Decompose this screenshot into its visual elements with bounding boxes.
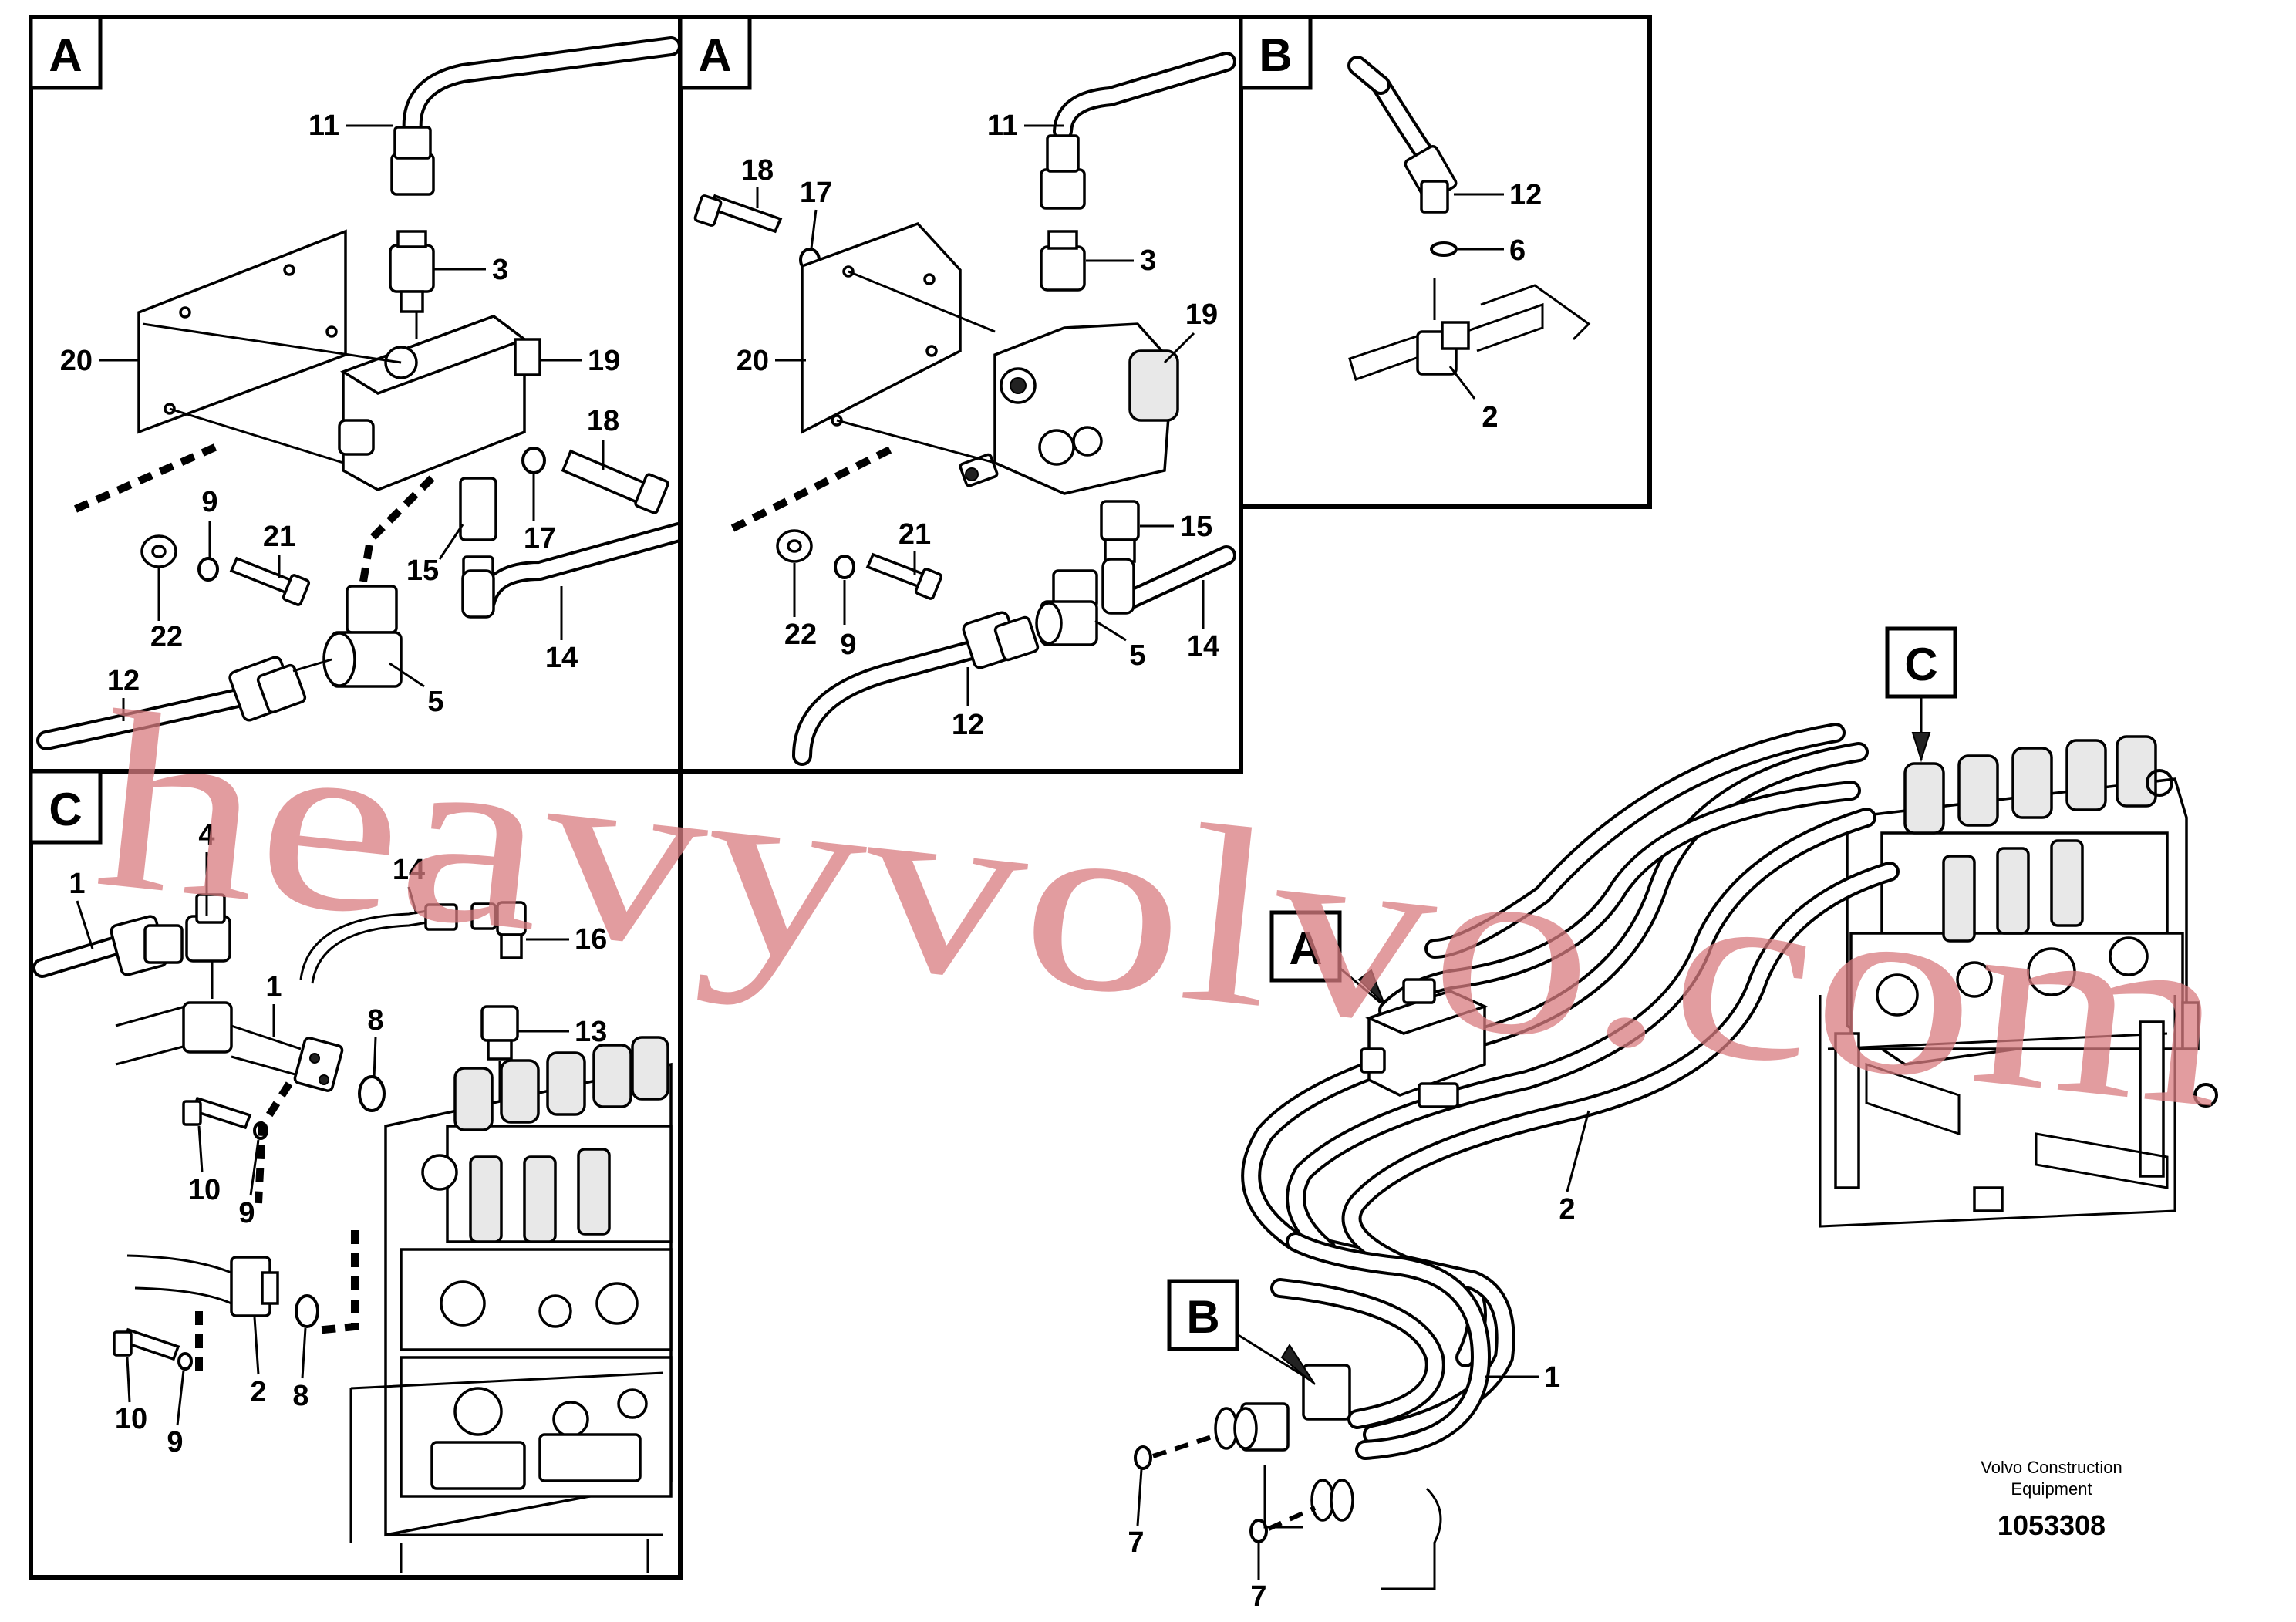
callout-11: 11	[987, 110, 1018, 142]
callout-9a: 9	[238, 1197, 255, 1229]
callout-15: 15	[1180, 511, 1212, 543]
callout-10b: 10	[115, 1403, 147, 1435]
bracket-plate-20	[801, 221, 962, 434]
callout-18: 18	[587, 405, 619, 437]
callout-22: 22	[784, 619, 817, 651]
callout-20: 20	[737, 345, 769, 377]
panel-detail-c: C	[29, 769, 683, 1580]
caption-line2: Equipment	[2011, 1479, 2092, 1499]
callout-5: 5	[427, 686, 443, 718]
panel-label-a-right: A	[698, 29, 731, 81]
panel-detail-a-left: A	[29, 15, 689, 774]
callout-19: 19	[588, 345, 620, 377]
washer-9	[197, 557, 219, 582]
callout-21: 21	[263, 521, 295, 553]
callout-12: 12	[107, 665, 140, 697]
callout-14: 14	[545, 642, 578, 674]
o-ring-6	[1430, 241, 1458, 257]
callout-11: 11	[308, 110, 339, 142]
adapter-3	[389, 244, 435, 293]
main-control-valve	[1819, 735, 2218, 1228]
callout-1a: 1	[69, 868, 85, 900]
figure-caption: Volvo Construction Equipment 1053308	[1981, 1458, 2122, 1541]
callout-3: 3	[1140, 244, 1156, 277]
callout-3: 3	[492, 254, 508, 286]
fitting-15	[459, 477, 497, 541]
caption-line1: Volvo Construction	[1981, 1458, 2122, 1477]
callout-main-7a: 7	[1128, 1526, 1144, 1559]
callout-8b: 8	[292, 1380, 308, 1412]
callout-8a: 8	[367, 1004, 383, 1037]
main-label-c: C	[1904, 639, 1937, 690]
callout-main-1: 1	[1544, 1361, 1560, 1394]
callout-9: 9	[840, 629, 856, 661]
callout-14: 14	[1187, 630, 1219, 663]
callout-18: 18	[741, 154, 774, 187]
callout-22: 22	[150, 621, 183, 653]
callout-12: 12	[1509, 179, 1542, 211]
main-label-a: A	[1289, 922, 1322, 974]
o-ring-8b	[295, 1294, 319, 1328]
callout-14: 14	[393, 854, 425, 886]
fitting-13	[480, 1005, 519, 1042]
tee-5	[346, 585, 398, 634]
flange-1	[293, 1037, 344, 1092]
callout-main-7b: 7	[1250, 1580, 1266, 1613]
swivel-nut	[390, 153, 435, 196]
callout-13: 13	[575, 1016, 607, 1048]
callout-21: 21	[899, 518, 931, 551]
callout-9b: 9	[167, 1426, 183, 1458]
callout-20: 20	[60, 345, 93, 377]
main-assembly-view: C A B 2 1 7 7	[1128, 626, 2218, 1613]
o-ring-8a	[358, 1075, 386, 1112]
panel-label-b: B	[1259, 29, 1292, 81]
callout-2: 2	[1482, 401, 1498, 433]
panel-label-c: C	[49, 784, 82, 835]
callout-6: 6	[1509, 234, 1526, 267]
callout-4: 4	[198, 819, 214, 851]
callout-17: 17	[800, 177, 832, 209]
callout-9: 9	[201, 486, 217, 518]
panel-detail-b: B 12 6 2	[1239, 15, 1652, 509]
panel-detail-a-right: A	[678, 15, 1243, 774]
callout-1b: 1	[265, 971, 282, 1003]
callout-17: 17	[524, 522, 556, 555]
callout-10a: 10	[188, 1174, 221, 1206]
callout-15: 15	[406, 555, 439, 587]
callout-5: 5	[1129, 639, 1145, 672]
main-label-b: B	[1186, 1291, 1219, 1343]
callout-19: 19	[1185, 298, 1218, 331]
callout-16: 16	[575, 923, 607, 956]
callout-12: 12	[952, 709, 984, 741]
reference-number: 1053308	[1998, 1509, 2106, 1541]
callout-2: 2	[250, 1376, 266, 1408]
control-valve-sketch	[349, 1036, 673, 1573]
panel-label-a-left: A	[49, 29, 82, 81]
callout-main-2: 2	[1559, 1193, 1575, 1226]
